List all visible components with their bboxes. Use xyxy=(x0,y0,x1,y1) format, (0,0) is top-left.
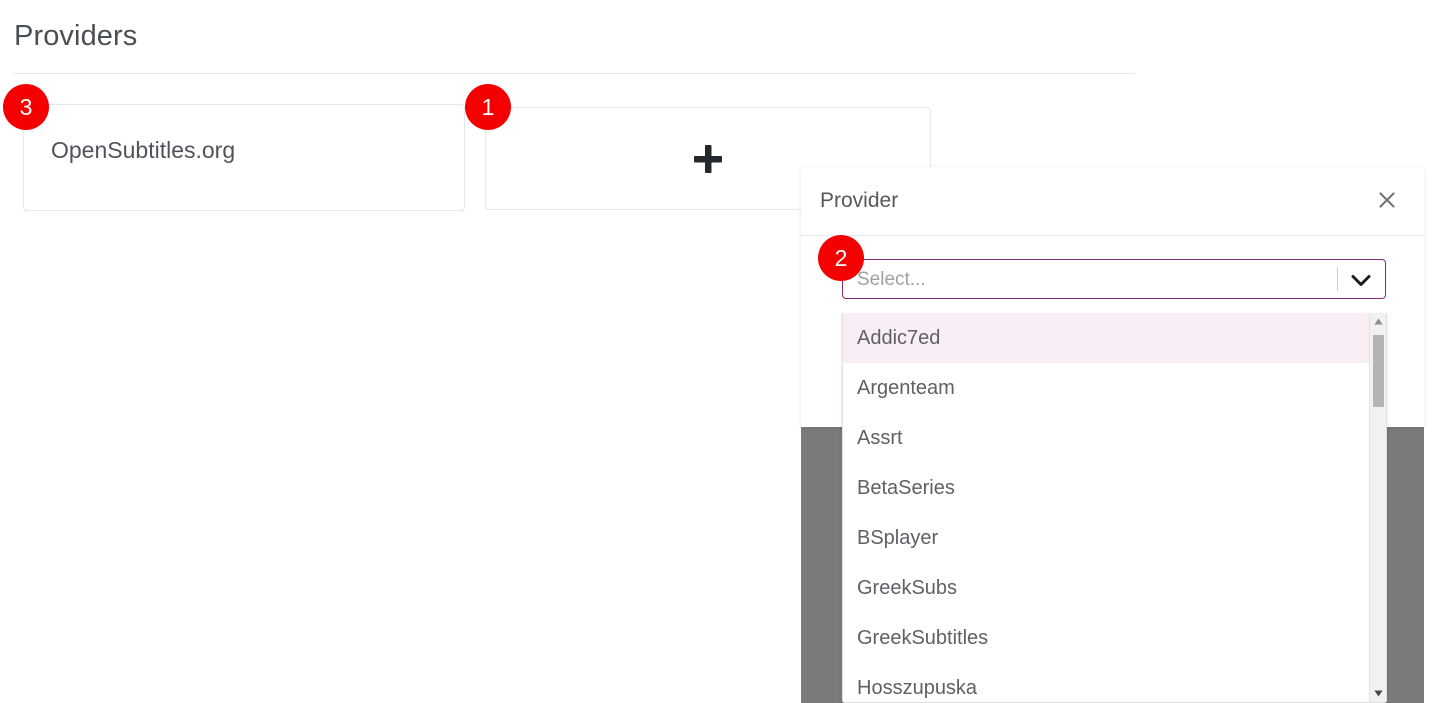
dropdown-option[interactable]: BetaSeries xyxy=(843,463,1370,513)
chevron-down-icon[interactable] xyxy=(1346,268,1376,292)
provider-card-opensubtitles[interactable]: OpenSubtitles.org xyxy=(23,104,465,211)
plus-icon xyxy=(486,108,930,209)
annotation-badge-3: 3 xyxy=(3,84,49,130)
close-icon[interactable] xyxy=(1372,185,1402,215)
dropdown-scrollbar[interactable] xyxy=(1369,313,1386,702)
modal-header: Provider xyxy=(801,167,1424,236)
page-title: Providers xyxy=(14,20,138,52)
add-provider-card[interactable] xyxy=(485,107,931,210)
dropdown-option[interactable]: Argenteam xyxy=(843,363,1370,413)
triangle-up-icon[interactable] xyxy=(1370,313,1386,330)
provider-card-label: OpenSubtitles.org xyxy=(51,137,236,163)
annotation-badge-2: 2 xyxy=(818,235,864,281)
triangle-down-icon[interactable] xyxy=(1370,685,1386,702)
dropdown-option[interactable]: Assrt xyxy=(843,413,1370,463)
modal-title: Provider xyxy=(820,189,899,212)
provider-select[interactable]: Select... xyxy=(842,259,1386,299)
title-divider xyxy=(14,73,1135,74)
annotation-badge-1: 1 xyxy=(465,84,511,130)
provider-dropdown-menu: Addic7ed Argenteam Assrt BetaSeries BSpl… xyxy=(842,313,1387,703)
select-separator xyxy=(1337,267,1338,291)
dropdown-option[interactable]: Addic7ed xyxy=(843,313,1370,363)
provider-option-list: Addic7ed Argenteam Assrt BetaSeries BSpl… xyxy=(843,313,1370,702)
dropdown-option[interactable]: BSplayer xyxy=(843,513,1370,563)
provider-select-placeholder: Select... xyxy=(857,269,926,290)
scrollbar-thumb[interactable] xyxy=(1373,335,1384,407)
dropdown-option[interactable]: GreekSubtitles xyxy=(843,613,1370,663)
dropdown-option[interactable]: GreekSubs xyxy=(843,563,1370,613)
dropdown-option[interactable]: Hosszupuska xyxy=(843,663,1370,702)
